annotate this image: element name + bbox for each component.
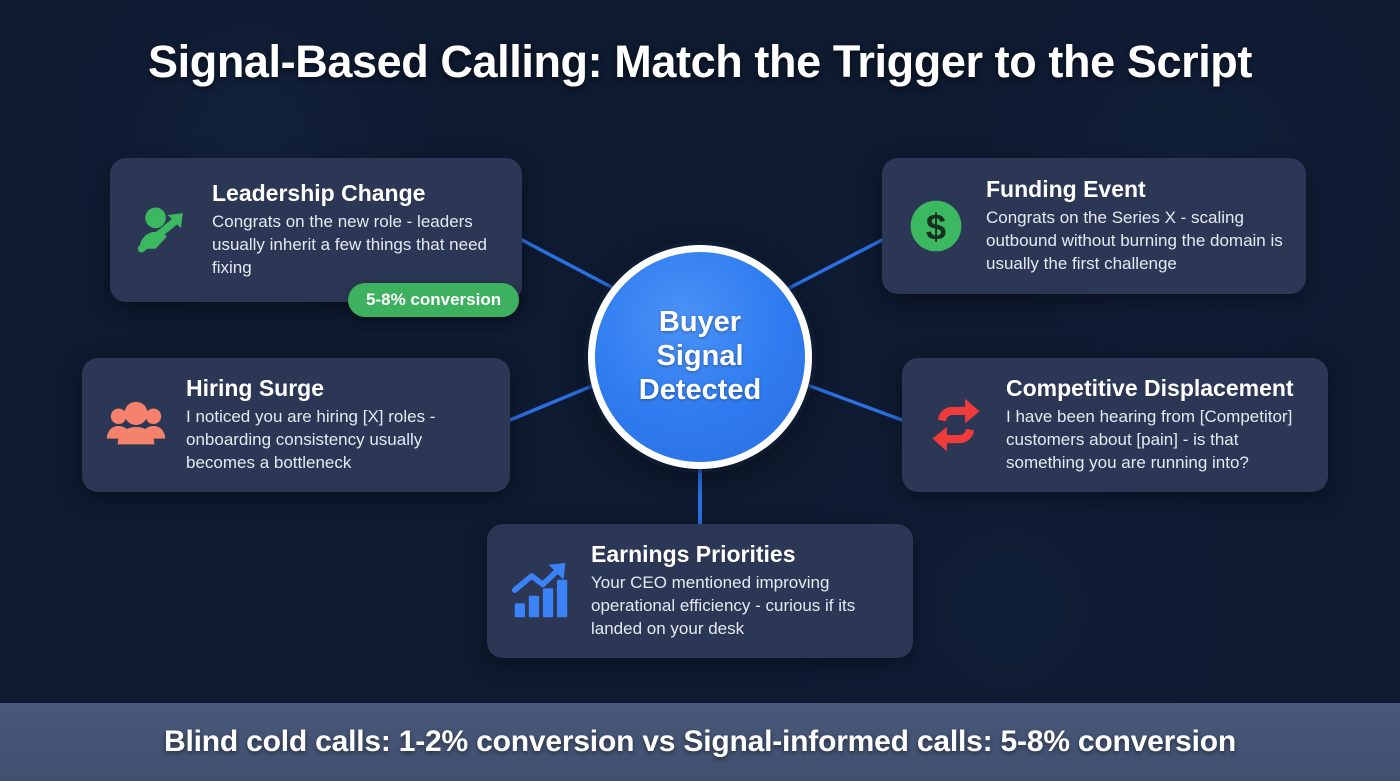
card-text: Congrats on the new role - leaders usual… [212, 212, 488, 277]
page-title: Signal-Based Calling: Match the Trigger … [148, 36, 1252, 87]
card-body: Funding Event Congrats on the Series X -… [986, 175, 1288, 276]
dollar-circle-icon: $ [900, 190, 972, 262]
bar-chart-up-icon [505, 555, 577, 627]
repeat-arrows-icon [920, 389, 992, 461]
card-body: Earnings Priorities Your CEO mentioned i… [591, 540, 895, 641]
signal-card-competitive-displacement[interactable]: Competitive Displacement I have been hea… [902, 358, 1328, 492]
svg-text:$: $ [926, 207, 946, 248]
footer-banner: Blind cold calls: 1-2% conversion vs Sig… [0, 703, 1400, 781]
people-group-icon [100, 389, 172, 461]
signal-card-hiring-surge[interactable]: Hiring Surge I noticed you are hiring [X… [82, 358, 510, 492]
card-text: Congrats on the Series X - scaling outbo… [986, 208, 1283, 273]
connector-hiring [508, 384, 594, 422]
card-text: I noticed you are hiring [X] roles - onb… [186, 407, 436, 472]
card-title: Earnings Priorities [591, 540, 796, 567]
hub-buyer-signal[interactable]: Buyer Signal Detected [588, 245, 812, 469]
footer-text: Blind cold calls: 1-2% conversion vs Sig… [164, 725, 1236, 758]
status-badge-conversion: 5-8% conversion [348, 283, 520, 317]
card-title: Funding Event [986, 175, 1146, 202]
hub-label: Buyer Signal Detected [638, 306, 762, 406]
card-text: Your CEO mentioned improving operational… [591, 573, 856, 638]
card-title: Hiring Surge [186, 374, 325, 401]
card-title: Competitive Displacement [1006, 374, 1294, 401]
card-body: Hiring Surge I noticed you are hiring [X… [186, 374, 492, 475]
card-title: Leadership Change [212, 179, 426, 206]
connector-competitive [808, 384, 904, 422]
signal-card-earnings-priorities[interactable]: Earnings Priorities Your CEO mentioned i… [487, 524, 913, 658]
signal-card-leadership-change[interactable]: Leadership Change Congrats on the new ro… [110, 158, 522, 302]
card-body: Leadership Change Congrats on the new ro… [212, 179, 504, 280]
person-arrow-up-icon [128, 194, 200, 266]
signal-card-funding-event[interactable]: $ Funding Event Congrats on the Series X… [882, 158, 1306, 294]
card-body: Competitive Displacement I have been hea… [1006, 374, 1310, 475]
card-text: I have been hearing from [Competitor] cu… [1006, 407, 1293, 472]
